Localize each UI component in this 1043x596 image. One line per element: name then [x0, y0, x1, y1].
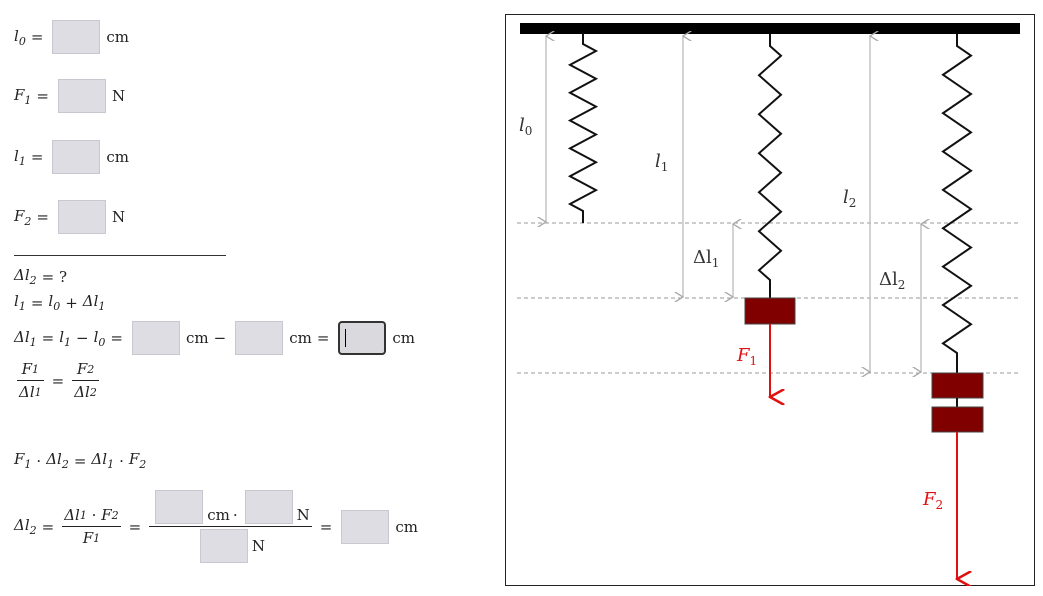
- mass-2b: [931, 406, 984, 433]
- l1-unit: cm: [106, 148, 130, 166]
- f1-unit: N: [112, 87, 126, 105]
- ceiling-bar: [520, 23, 1020, 34]
- spring-diagram: l0 l1 l2 Δl1 Δl2 F1 F2: [505, 14, 1035, 586]
- mass-2a: [931, 372, 984, 399]
- final-dl1-input[interactable]: [155, 490, 204, 524]
- label-l0: l0: [519, 115, 532, 138]
- given-f1-row: F1 = N: [14, 79, 125, 113]
- worksheet-pane: l0 = cm F1 = N l1 = cm F2 = N Δl2 = ? l1…: [0, 0, 480, 596]
- calc-l0-input[interactable]: [235, 321, 284, 355]
- label-l2: l2: [843, 187, 856, 210]
- final-f1-input[interactable]: [199, 529, 248, 563]
- l1-symbol: l1: [14, 146, 26, 168]
- l1-input[interactable]: [52, 140, 101, 174]
- label-dl1: Δl1: [693, 247, 719, 270]
- label-f2: F2: [922, 489, 943, 512]
- label-l1: l1: [655, 151, 668, 174]
- given-l1-row: l1 = cm: [14, 140, 129, 174]
- f1-input[interactable]: [58, 79, 106, 113]
- final-f2-input[interactable]: [244, 490, 293, 524]
- given-l0-row: l0 = cm: [14, 20, 129, 54]
- spring-two-masses: [941, 34, 973, 373]
- given-divider: [14, 255, 226, 256]
- label-dl2: Δl2: [879, 269, 905, 292]
- relation-row: l1 = l0 + Δl1: [14, 292, 106, 313]
- f2-input[interactable]: [58, 200, 106, 234]
- mass-1: [744, 297, 796, 325]
- f2-unit: N: [112, 208, 126, 226]
- find-row: Δl2 = ?: [14, 266, 68, 287]
- final-result-input[interactable]: [341, 509, 390, 544]
- f2-symbol: F2: [14, 206, 32, 228]
- delta-l1-result-input[interactable]: [338, 321, 387, 355]
- spring-unloaded: [567, 34, 599, 223]
- delta-l1-calc-row: Δl1 = l1 − l0 = cm − cm = cm: [14, 321, 415, 355]
- spring-one-mass: [757, 34, 783, 298]
- cross-row: F1 · Δl2 = Δl1 · F2: [14, 450, 147, 471]
- f1-symbol: F1: [14, 85, 32, 107]
- label-f1: F1: [736, 345, 757, 368]
- calc-l1-input[interactable]: [132, 321, 180, 355]
- given-f2-row: F2 = N: [14, 200, 125, 234]
- l0-input[interactable]: [52, 20, 101, 54]
- l0-symbol: l0: [14, 26, 26, 48]
- l0-unit: cm: [106, 28, 130, 46]
